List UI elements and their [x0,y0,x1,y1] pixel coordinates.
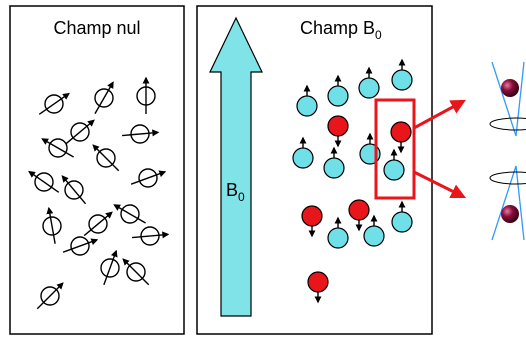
right-panel-title-sub: 0 [375,28,382,42]
field-arrow-label: B0 [226,180,245,204]
spin-random [100,249,120,286]
spin-parallel [358,66,380,99]
spin-random [113,204,146,224]
spin-parallel [391,200,413,233]
spin-parallel [323,146,345,179]
left-panel: Champ nul [9,5,185,335]
pointer-arrow-down [413,170,467,199]
spin-antiparallel [390,121,412,154]
spin-antiparallel [307,271,329,304]
spin-parallel [327,216,349,249]
precession-orbit [489,171,526,185]
spin-antiparallel [301,205,323,238]
spin-random [130,168,167,188]
spin-parallel [296,84,318,117]
spin-random [41,138,74,158]
spin-random [38,92,70,115]
spin-random [28,170,60,193]
left-panel-frame [9,5,185,335]
spin-random [36,282,64,310]
spin-parallel [383,148,405,181]
spin-random [92,144,120,172]
precession-antiparallel [489,165,526,241]
precession-cone [491,165,525,241]
field-arrow-shape [209,16,263,317]
aligned-spins [292,58,413,304]
proton-sphere [501,79,519,97]
right-panel: Champ B0 B0 [196,5,433,335]
right-panel-title: Champ B0 [300,18,382,42]
precession-cone [491,61,525,137]
spin-random [83,211,113,237]
right-panel-title-main: Champ B [300,18,375,38]
field-arrow: B0 [209,16,263,317]
precession-parallel [489,61,526,137]
spin-parallel [363,214,385,247]
spin-random [94,81,114,114]
left-panel-title: Champ nul [53,18,140,38]
spin-random [61,175,87,205]
spin-parallel [327,74,349,107]
spin-random [136,76,156,114]
spin-random [42,206,62,244]
spin-antiparallel [348,199,370,232]
pointer-arrow-up [413,99,466,130]
spin-random [65,119,95,145]
spin-parallel [292,136,314,169]
spin-random [122,124,160,144]
spin-random [62,236,99,256]
spin-random [132,226,170,246]
spin-antiparallel [327,115,349,148]
spin-random [122,258,150,286]
spin-parallel [391,58,413,91]
random-spins [28,76,170,310]
proton-sphere [501,205,519,223]
precession-orbit [489,117,526,131]
highlight-box [374,98,416,200]
pointer-arrows [413,99,467,199]
